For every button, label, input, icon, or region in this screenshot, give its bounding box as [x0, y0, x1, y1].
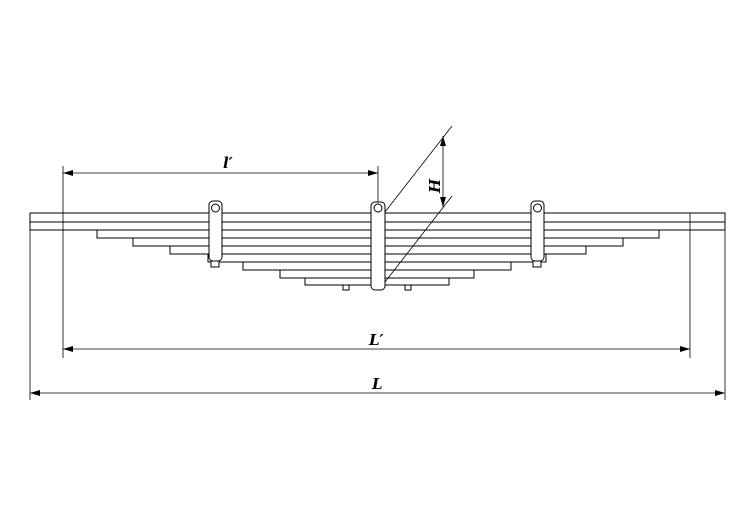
extension-lines — [30, 126, 725, 400]
label-L: L — [371, 375, 383, 393]
label-H: H — [426, 178, 444, 194]
label-l-prime: l′ — [223, 154, 233, 172]
left-clamp — [209, 201, 222, 267]
label-L-prime: L′ — [368, 331, 384, 349]
right-clamp — [531, 201, 544, 267]
